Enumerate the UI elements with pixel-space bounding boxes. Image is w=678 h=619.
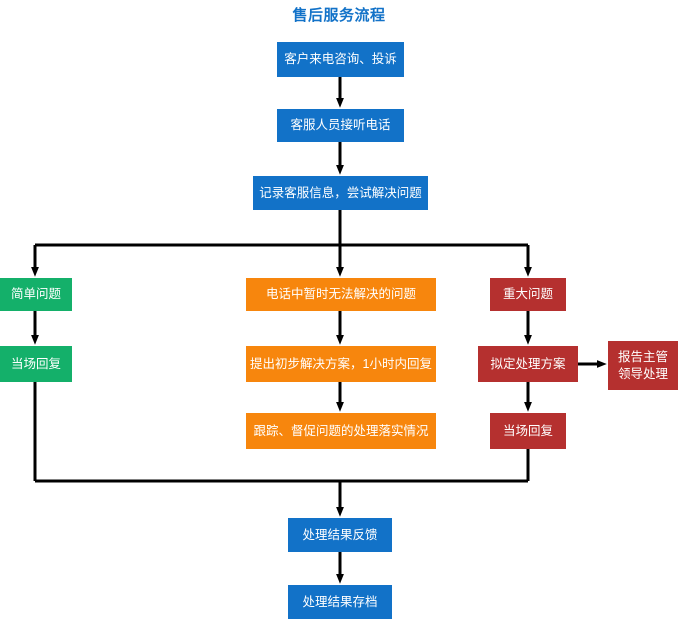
page-title: 售后服务流程 [292,7,386,24]
node-reply-onsite-simple[interactable]: 当场回复 [0,346,72,382]
node-reply-onsite-major[interactable]: 当场回复 [490,413,566,449]
node-unresolved-on-call[interactable]: 电话中暂时无法解决的问题 [246,278,436,311]
node-initial-solution[interactable]: 提出初步解决方案，1小时内回复 [246,346,436,382]
node-followup-tracking[interactable]: 跟踪、督促问题的处理落实情况 [246,413,436,449]
node-major-issue[interactable]: 重大问题 [490,278,566,311]
node-record-info[interactable]: 记录客服信息，尝试解决问题 [253,176,428,210]
node-agent-answers[interactable]: 客服人员接听电话 [277,109,404,142]
node-result-feedback[interactable]: 处理结果反馈 [288,518,392,552]
node-customer-call[interactable]: 客户来电咨询、投诉 [277,42,404,77]
node-result-archive[interactable]: 处理结果存档 [288,585,392,619]
node-draft-plan[interactable]: 拟定处理方案 [478,346,578,382]
node-simple-issue[interactable]: 简单问题 [0,278,72,311]
node-report-to-supervisor[interactable]: 报告主管领导处理 [608,341,678,390]
